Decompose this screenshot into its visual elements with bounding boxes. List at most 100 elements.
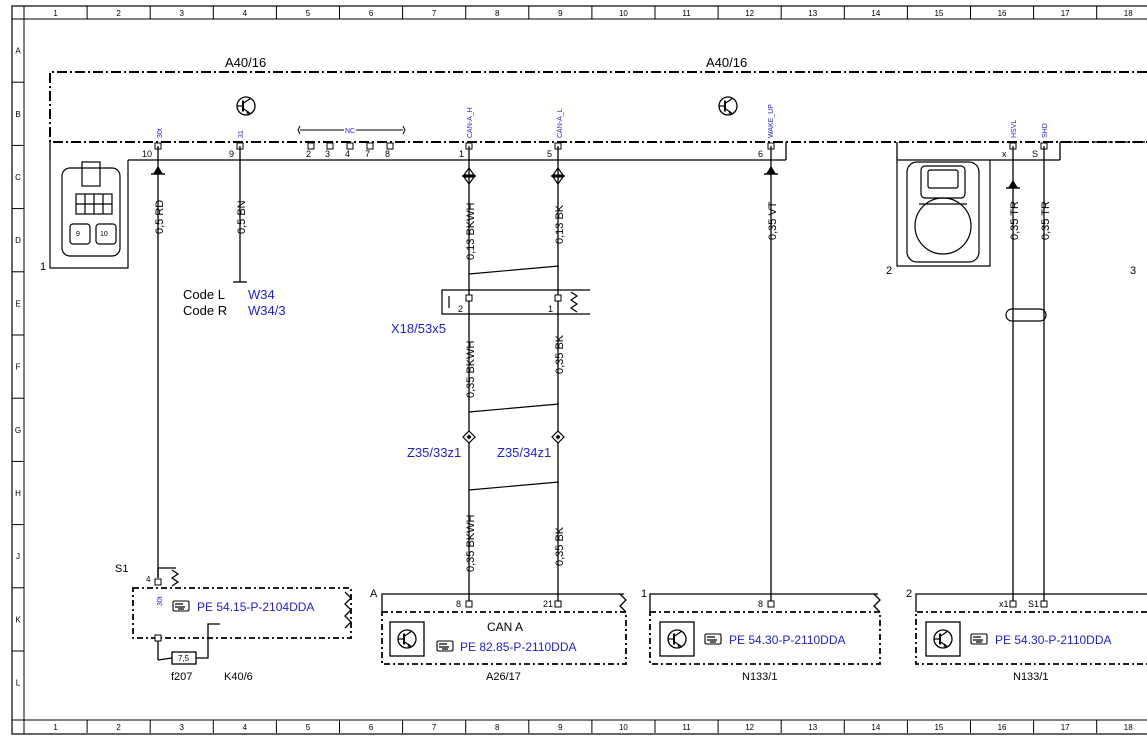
pin-number: 6 bbox=[758, 149, 763, 159]
grid-column-label: 5 bbox=[306, 723, 311, 732]
reference-hand-icon bbox=[436, 640, 454, 652]
reference-link[interactable]: PE 54.30-P-2110DDA bbox=[729, 633, 846, 647]
wire-label: 0,35 BK bbox=[554, 526, 566, 566]
wire-label: 0,13 BK bbox=[554, 204, 566, 244]
twisted-pair-marker bbox=[468, 481, 560, 491]
pin-number: 10 bbox=[142, 149, 152, 159]
connector-line bbox=[49, 141, 1147, 161]
grid-column-label: 11 bbox=[682, 9, 691, 18]
transistor-icon bbox=[933, 629, 953, 649]
pin-number: x1 bbox=[999, 599, 1009, 609]
pin-marker bbox=[554, 600, 562, 608]
transistor-icon bbox=[667, 629, 687, 649]
wire-label: 0,35 BKWH bbox=[465, 514, 477, 572]
pin-number: x bbox=[1002, 149, 1007, 159]
grid-column-label: 16 bbox=[998, 723, 1007, 732]
pin-label: 31 bbox=[238, 130, 245, 138]
arrow-up-icon bbox=[763, 165, 779, 175]
shield-sleeve bbox=[1005, 308, 1047, 322]
wire-label: 0,35 VT bbox=[767, 201, 779, 240]
grid-row-label: B bbox=[15, 110, 20, 119]
wire-label: 0,13 BKWH bbox=[465, 202, 477, 260]
pin-label: CAN-A_H bbox=[467, 107, 474, 138]
fuse-label: f207 bbox=[171, 671, 192, 683]
grid-column-label: 6 bbox=[369, 723, 374, 732]
pin-marker bbox=[767, 600, 775, 608]
grid-column-label: 9 bbox=[558, 9, 563, 18]
grid-column-label: 7 bbox=[432, 9, 437, 18]
wire-label: 0,35 BK bbox=[554, 334, 566, 374]
component-label: N133/1 bbox=[742, 671, 777, 683]
splice-icon bbox=[551, 430, 565, 444]
module-label-right: A40/16 bbox=[706, 55, 747, 70]
module-label-left: A40/16 bbox=[225, 55, 266, 70]
reference-hand-icon bbox=[970, 633, 988, 645]
grid-column-label: 12 bbox=[745, 9, 754, 18]
pin-number: 8 bbox=[456, 599, 461, 609]
component-label: N133/1 bbox=[1013, 671, 1048, 683]
grid-row-label: F bbox=[16, 363, 21, 372]
pin-number: S1 bbox=[1028, 599, 1039, 609]
reference-link[interactable]: PE 54.15-P-2104DDA bbox=[197, 600, 314, 614]
grid-column-label: 18 bbox=[1124, 9, 1133, 18]
fuse-value: 7,5 bbox=[178, 654, 190, 663]
cavity-number: 10 bbox=[100, 231, 108, 238]
reference-link[interactable]: PE 82.85-P-2110DDA bbox=[460, 640, 577, 654]
transistor-icon bbox=[397, 629, 417, 649]
grid-row-label: C bbox=[15, 173, 21, 182]
connector-pin: 1 bbox=[548, 304, 553, 314]
grid-column-labels: 1122334455667788991010111112121313141415… bbox=[23, 6, 1133, 733]
connector-view-number: 2 bbox=[886, 265, 892, 277]
grid-column-label: 2 bbox=[116, 9, 121, 18]
pin-number: 4 bbox=[345, 149, 350, 159]
grid-column-label: 5 bbox=[306, 9, 311, 18]
code-label: Code R bbox=[183, 303, 227, 318]
pin-number: 3 bbox=[325, 149, 330, 159]
wire-label: 0,5 RD bbox=[154, 200, 166, 234]
pin-label: HSVL bbox=[1011, 120, 1018, 138]
component-n133-1 bbox=[649, 593, 881, 665]
transistor-icon bbox=[718, 96, 738, 116]
grid-column-label: 15 bbox=[934, 723, 943, 732]
pin-marker bbox=[154, 578, 162, 586]
reference-link[interactable]: PE 54.30-P-2110DDA bbox=[995, 633, 1112, 647]
grid-row-label: L bbox=[16, 679, 21, 688]
pin-number: 4 bbox=[146, 575, 151, 584]
pin-number: 9 bbox=[229, 149, 234, 159]
pin-number: S bbox=[1032, 149, 1038, 159]
pin-marker bbox=[465, 294, 473, 302]
pin-number: 1 bbox=[459, 149, 464, 159]
pin-label: WAKE_UP bbox=[768, 104, 775, 138]
grid-column-label: 9 bbox=[558, 723, 563, 732]
relay-k40 bbox=[132, 567, 352, 665]
bus-label: CAN A bbox=[487, 620, 523, 634]
connector-view-number: 1 bbox=[40, 261, 46, 273]
module-boundary bbox=[49, 71, 1147, 143]
grid-row-label: J bbox=[16, 552, 20, 561]
grid-column-label: 17 bbox=[1061, 723, 1070, 732]
nc-bracket bbox=[297, 125, 406, 135]
grid-column-label: 4 bbox=[243, 9, 248, 18]
pin-marker bbox=[554, 294, 562, 302]
grid-column-label: 8 bbox=[495, 9, 500, 18]
splice-label: Z35/33z1 bbox=[407, 445, 461, 460]
grid-row-label: G bbox=[15, 426, 21, 435]
grid-column-label: 17 bbox=[1061, 9, 1070, 18]
connector-view-2 bbox=[896, 160, 991, 267]
pin-marker bbox=[1040, 600, 1048, 608]
grid-column-label: 12 bbox=[745, 723, 754, 732]
cavity-number: 9 bbox=[76, 231, 80, 238]
pin-label: CAN-A_L bbox=[557, 108, 564, 138]
component-a26 bbox=[381, 593, 627, 665]
sheet-frame bbox=[11, 5, 1147, 735]
pin-label-nc: NC bbox=[345, 128, 355, 135]
grid-column-label: 3 bbox=[180, 9, 185, 18]
code-label: Code L bbox=[183, 287, 225, 302]
grid-row-label: D bbox=[15, 236, 21, 245]
pin-label: 30t bbox=[157, 596, 164, 606]
component-label: K40/6 bbox=[224, 671, 253, 683]
grid-column-label: 18 bbox=[1124, 723, 1133, 732]
grid-column-label: 4 bbox=[243, 723, 248, 732]
wire-label: 0,5 BN bbox=[236, 200, 248, 234]
